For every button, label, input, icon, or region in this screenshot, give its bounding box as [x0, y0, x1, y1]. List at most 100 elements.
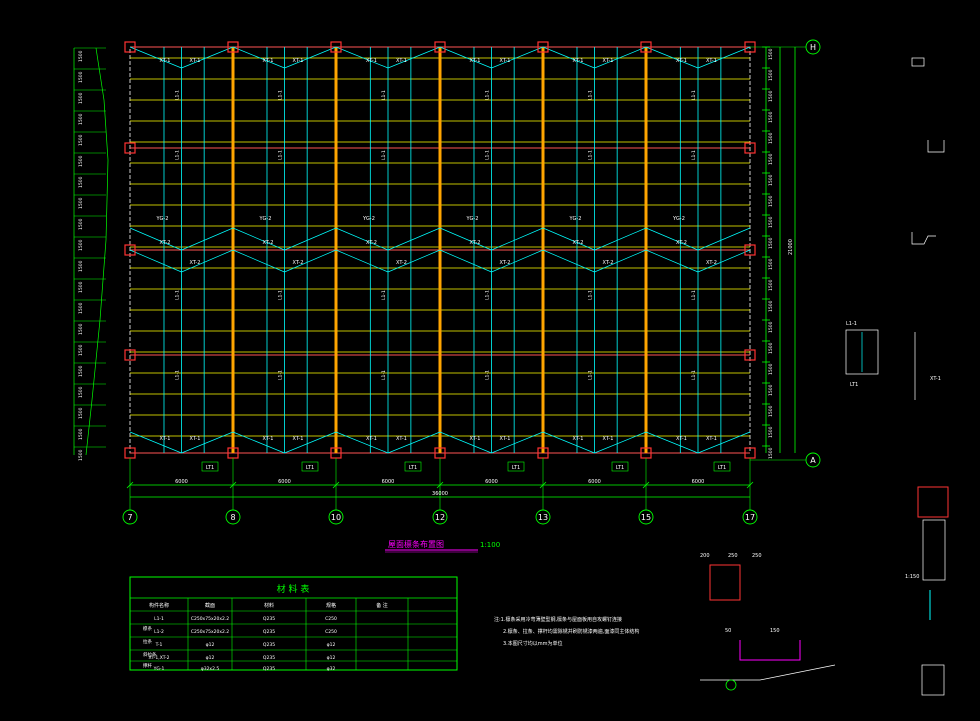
eave-section	[709, 564, 741, 601]
strut-label: YG-2	[259, 216, 272, 222]
cross-brace	[181, 249, 234, 273]
detail-dimension: 50	[725, 628, 731, 634]
tie-label: LT1	[718, 465, 726, 471]
left-dimension-value: 1500	[78, 281, 84, 293]
purlin-label: L1-1	[278, 370, 284, 380]
purlin-label: L1-1	[485, 90, 491, 100]
axis-bubble	[432, 509, 448, 525]
brace-label: XT-2	[603, 260, 614, 266]
right-dimension-strip: 1500150015001500150015001500150015001500…	[762, 46, 796, 459]
axis-bubble	[638, 509, 654, 525]
right-dimension-value: 1500	[768, 447, 774, 459]
axis-label: 17	[745, 513, 755, 522]
brace-label: XT-2	[190, 260, 201, 266]
tick	[229, 481, 237, 489]
brace-label: XT-1	[190, 436, 201, 442]
right-dimension-value: 1500	[768, 69, 774, 81]
column-marker	[434, 41, 446, 53]
axis-bubble	[328, 509, 344, 525]
cross-brace	[697, 249, 751, 273]
cross-brace	[284, 431, 337, 454]
right-dimension-value: 1500	[768, 174, 774, 186]
cross-brace	[232, 249, 285, 273]
cross-brace	[645, 431, 699, 454]
tie-label: LT1	[409, 465, 417, 471]
strut-label: YG-2	[362, 216, 375, 222]
purlin-label: L1-1	[691, 90, 697, 100]
tick	[746, 481, 754, 489]
left-dimension-value: 1500	[78, 386, 84, 398]
plan-title-block: 屋面檩条布置图 1:100	[385, 539, 500, 553]
column-section	[922, 519, 946, 581]
gutter-profile	[739, 640, 801, 661]
tie-label-box	[507, 461, 525, 472]
axis-bubble	[805, 39, 821, 55]
detail-plate	[845, 329, 879, 375]
total-dimension: 36000	[432, 491, 448, 497]
brace-label: XT-1	[396, 58, 407, 64]
axis-label: H	[810, 43, 816, 52]
tie-label: LT1	[206, 465, 214, 471]
cross-brace	[491, 46, 544, 69]
left-dimension-value: 1500	[78, 260, 84, 272]
tie-label-box	[713, 461, 731, 472]
column-marker	[227, 41, 239, 53]
right-dimension-value: 1500	[768, 237, 774, 249]
detail-label: LT1	[850, 382, 858, 388]
note-3: 3.本图尺寸均以mm为单位	[503, 640, 563, 647]
table-cell: YG-1	[153, 666, 165, 672]
plan-title: 屋面檩条布置图	[388, 539, 444, 549]
purlin-label: L1-1	[381, 150, 387, 160]
brace-label: XT-1	[603, 436, 614, 442]
cross-brace	[594, 227, 647, 251]
purlin-label: L1-1	[485, 150, 491, 160]
cross-brace	[181, 46, 234, 69]
left-dim-curve	[85, 47, 109, 456]
purlin-label: L1-1	[175, 150, 181, 160]
cross-brace	[129, 249, 182, 273]
brace-label: XT-1	[470, 58, 481, 64]
table-cell: Q235	[263, 655, 275, 661]
table-cell: L1-2	[154, 629, 164, 635]
brace-label: XT-1	[396, 436, 407, 442]
cross-brace	[697, 46, 751, 69]
right-dimension-value: 1500	[768, 342, 774, 354]
table-cell: Q235	[263, 642, 275, 648]
left-dimension-value: 1500	[78, 176, 84, 188]
axis-label: 8	[230, 513, 235, 522]
table-cell: C250x75x20x2.2	[191, 616, 229, 622]
left-dimension-value: 1500	[78, 449, 84, 461]
cross-brace	[645, 46, 699, 69]
brace-label: XT-1	[676, 58, 687, 64]
column-marker	[330, 41, 342, 53]
cross-brace	[387, 227, 441, 251]
left-dimension-strip: 1500150015001500150015001500150015001500…	[73, 47, 109, 461]
left-dimension-value: 1500	[78, 218, 84, 230]
purlin-label: L1-1	[381, 290, 387, 300]
purlin-label: L1-1	[278, 90, 284, 100]
span-dimension: 6000	[175, 479, 188, 485]
table-cell: L1-1	[154, 616, 164, 622]
left-dimension-value: 1500	[78, 407, 84, 419]
footing-section	[921, 664, 945, 696]
right-dimension-value: 1500	[768, 216, 774, 228]
left-dimension-value: 1500	[78, 428, 84, 440]
strut-label: YG-2	[672, 216, 685, 222]
right-dimension-value: 1500	[768, 258, 774, 270]
tie-label-box	[201, 461, 219, 472]
table-cell: C250	[325, 629, 337, 635]
purlin-label: L1-1	[691, 290, 697, 300]
detail-bracket	[911, 232, 936, 245]
left-dimension-value: 1500	[78, 50, 84, 62]
table-header: 构件名称	[149, 602, 169, 609]
axis-bubble	[742, 509, 758, 525]
tie-label: LT1	[616, 465, 624, 471]
table-header: 备 注	[376, 602, 388, 609]
cross-brace	[284, 227, 337, 251]
tie-label: LT1	[306, 465, 314, 471]
purlin-label: L1-1	[278, 150, 284, 160]
tick	[539, 481, 547, 489]
right-dimension-value: 1500	[768, 279, 774, 291]
